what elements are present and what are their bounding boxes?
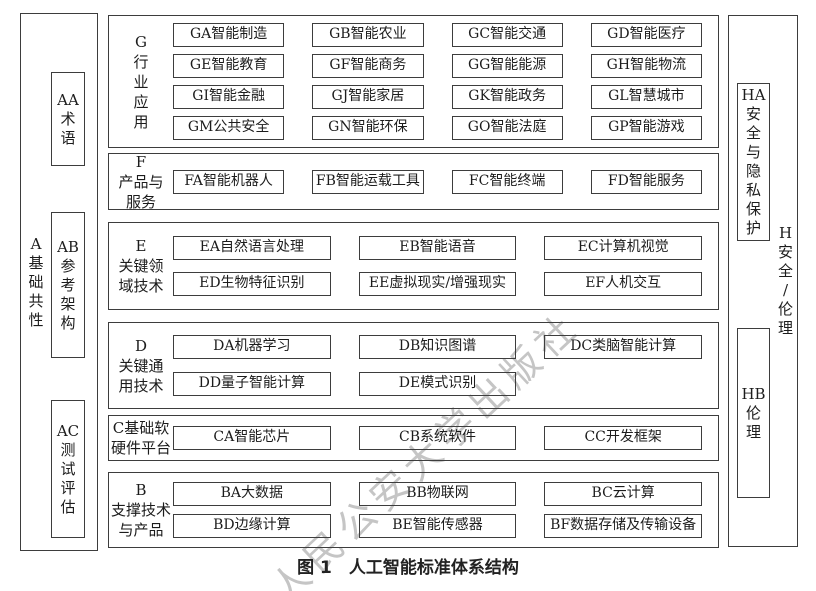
node-ac-test-evaluation: AC 测 试 评 估 <box>51 400 85 538</box>
node-gc: GC智能交通 <box>451 23 563 47</box>
node-ha-security-privacy: HA 安 全 与 隐 私 保 护 <box>737 83 770 241</box>
panel-h-label: H 安 全 / 伦 理 <box>777 224 793 337</box>
node-gl: GL智慧城市 <box>590 85 702 109</box>
node-ef: EF人机交互 <box>544 272 702 297</box>
node-ed: ED生物特征识别 <box>173 272 331 297</box>
node-ee: EE虚拟现实/增强现实 <box>358 272 517 297</box>
node-gd: GD智能医疗 <box>590 23 702 47</box>
node-gb: GB智能农业 <box>312 23 424 47</box>
node-ec: EC计算机视觉 <box>544 235 702 260</box>
section-e-label: E 关键领 域技术 <box>118 237 164 295</box>
node-bf: BF数据存储及传输设备 <box>544 514 702 539</box>
node-ba: BA大数据 <box>173 481 331 506</box>
node-fc: FC智能终端 <box>451 169 563 194</box>
node-dd: DD量子智能计算 <box>173 371 331 396</box>
node-fd: FD智能服务 <box>590 169 702 194</box>
section-g-boxes: GA智能制造 GB智能农业 GC智能交通 GD智能医疗 GE智能教育 GF智能商务 GG智能… <box>173 16 718 147</box>
node-gh: GH智能物流 <box>590 54 702 78</box>
node-hb-ethics: HB 伦 理 <box>737 328 770 498</box>
panel-h-security-ethics: H 安 全 / 伦 理 HA 安 全 与 隐 私 保 护 HB 伦 理 <box>728 15 798 547</box>
node-gm: GM公共安全 <box>173 116 285 140</box>
node-gp: GP智能游戏 <box>590 116 702 140</box>
node-ca: CA智能芯片 <box>173 426 331 450</box>
node-gn: GN智能环保 <box>312 116 424 140</box>
node-de: DE模式识别 <box>358 371 517 396</box>
section-e: E 关键领 域技术 EA自然语言处理 EB智能语音 EC计算机视觉 ED生物特征识别 EE… <box>108 222 719 310</box>
section-b-label: B 支撑技术 与产品 <box>110 481 171 539</box>
node-gj: GJ智能家居 <box>312 85 424 109</box>
node-da: DA机器学习 <box>173 335 331 360</box>
node-ga: GA智能制造 <box>173 23 285 47</box>
node-ge: GE智能教育 <box>173 54 285 78</box>
node-gf: GF智能商务 <box>312 54 424 78</box>
section-d-boxes: DA机器学习 DB知识图谱 DC类脑智能计算 DD量子智能计算 DE模式识别 <box>173 323 718 408</box>
node-bc: BC云计算 <box>544 481 702 506</box>
section-c-boxes: CA智能芯片 CB系统软件 CC开发框架 <box>173 416 718 460</box>
node-ab-reference-architecture: AB 参 考 架 构 <box>51 212 85 358</box>
node-dc: DC类脑智能计算 <box>544 335 702 360</box>
node-db: DB知识图谱 <box>358 335 517 360</box>
node-eb: EB智能语音 <box>358 235 517 260</box>
node-aa-terminology: AA 术 语 <box>51 72 85 166</box>
section-c-label: C基础软 硬件平台 <box>110 419 171 457</box>
section-b-boxes: BA大数据 BB物联网 BC云计算 BD边缘计算 BE智能传感器 BF数据存储及传输设备 <box>173 473 718 547</box>
node-cc: CC开发框架 <box>544 426 702 450</box>
node-gk: GK智能政务 <box>451 85 563 109</box>
node-fb: FB智能运载工具 <box>312 169 424 194</box>
node-ea: EA自然语言处理 <box>173 235 331 260</box>
panel-a-label: A 基 础 共 性 <box>28 234 44 329</box>
node-be: BE智能传感器 <box>358 514 517 539</box>
panel-a-basic-common: A 基 础 共 性 AA 术 语 AB 参 考 架 构 AC 测 试 评 估 <box>20 13 98 551</box>
figure-caption: 图 1 人工智能标准体系结构 <box>297 558 519 578</box>
node-empty-cell <box>544 372 702 396</box>
node-go: GO智能法庭 <box>451 116 563 140</box>
node-gg: GG智能能源 <box>451 54 563 78</box>
section-g-label: G 行 业 应 用 <box>133 32 149 131</box>
section-d: D 关键通 用技术 DA机器学习 DB知识图谱 DC类脑智能计算 DD量子智能计算 DE模… <box>108 322 719 409</box>
node-cb: CB系统软件 <box>358 426 517 450</box>
section-f: F 产品与 服务 FA智能机器人 FB智能运载工具 FC智能终端 FD智能服务 <box>108 152 719 211</box>
section-f-boxes: FA智能机器人 FB智能运载工具 FC智能终端 FD智能服务 <box>173 154 718 209</box>
section-e-boxes: EA自然语言处理 EB智能语音 EC计算机视觉 ED生物特征识别 EE虚拟现实/增强现实… <box>173 223 718 309</box>
section-d-label: D 关键通 用技术 <box>118 336 164 395</box>
node-fa: FA智能机器人 <box>173 169 285 194</box>
node-gi: GI智能金融 <box>173 85 285 109</box>
node-bd: BD边缘计算 <box>173 514 331 539</box>
section-f-label: F 产品与 服务 <box>118 152 164 211</box>
node-bb: BB物联网 <box>358 481 517 506</box>
